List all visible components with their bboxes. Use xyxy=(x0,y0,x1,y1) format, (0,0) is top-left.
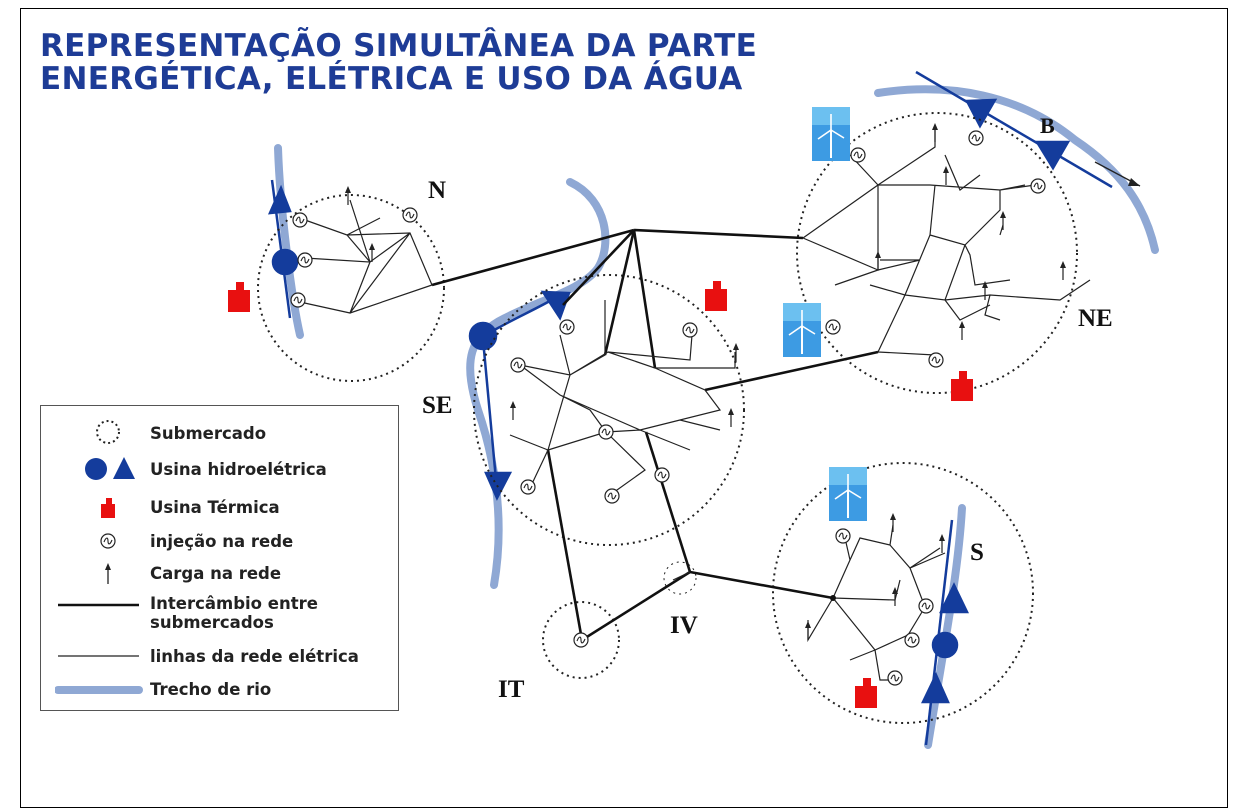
thermal-legend-icon xyxy=(101,498,115,518)
hydro-circle-s xyxy=(931,631,959,659)
legend-label-rio: Trecho de rio xyxy=(150,680,272,699)
legend: Submercado Usina hidroelétrica Usina Tér… xyxy=(40,405,399,711)
river-legend-icon xyxy=(55,686,143,694)
title-line-1: REPRESENTAÇÃO SIMULTÂNEA DA PARTE xyxy=(40,28,758,64)
river-segments xyxy=(274,85,1159,749)
submarket-it xyxy=(542,601,620,679)
label-b: B xyxy=(1040,113,1055,138)
load-legend-icon xyxy=(105,563,111,584)
slide-title: REPRESENTAÇÃO SIMULTÂNEA DA PARTE ENERGÉ… xyxy=(40,30,757,96)
injection-legend-icon xyxy=(100,533,116,549)
junction-dot-s xyxy=(830,595,836,601)
submarket-n xyxy=(257,194,445,382)
hydro-circle-se xyxy=(468,321,498,351)
hydro-triangle-ne-2 xyxy=(1034,140,1071,171)
label-iv: IV xyxy=(670,612,698,639)
river-ne xyxy=(874,85,1159,254)
legend-label-termica: Usina Térmica xyxy=(150,498,280,517)
legend-label-linhas: linhas da rede elétrica xyxy=(150,647,359,666)
grid-lines xyxy=(299,127,1091,681)
ne-outflow-arrow xyxy=(1094,161,1141,187)
submarket-se xyxy=(473,274,745,546)
hydro-triangle-se-1 xyxy=(540,290,571,321)
hydro-triangle-s-1 xyxy=(939,582,969,614)
submarket-ne xyxy=(796,112,1078,394)
grid-line-legend-icon xyxy=(58,655,139,657)
legend-label-intercambio-2: submercados xyxy=(150,613,274,632)
legend-label-carga: Carga na rede xyxy=(150,564,282,583)
river-s xyxy=(924,504,966,749)
label-s: S xyxy=(970,539,984,566)
legend-label-submercado: Submercado xyxy=(150,424,267,443)
legend-label-injecao: injeção na rede xyxy=(150,532,294,551)
title-line-2: ENERGÉTICA, ELÉTRICA E USO DA ÁGUA xyxy=(40,61,743,97)
hydro-triangle-s-2 xyxy=(921,672,950,704)
legend-label-hidro: Usina hidroelétrica xyxy=(150,460,327,479)
hydro-circle-n xyxy=(271,248,299,276)
submarket-iv xyxy=(663,561,697,595)
submarket-legend-icon xyxy=(96,420,120,444)
label-se: SE xyxy=(422,392,453,419)
submarket-circles xyxy=(257,112,1078,724)
legend-label-intercambio-1: Intercâmbio entre xyxy=(150,594,318,613)
hydro-triangle-ne-1 xyxy=(964,98,998,129)
hydro-triangle-n xyxy=(267,184,292,215)
interchange-lines xyxy=(431,228,879,642)
label-it: IT xyxy=(498,676,525,703)
submarket-s xyxy=(772,462,1034,724)
hydro-legend-icon xyxy=(85,457,135,480)
interchange-legend-icon xyxy=(58,603,139,607)
label-n: N xyxy=(428,177,446,204)
label-ne: NE xyxy=(1078,305,1113,332)
